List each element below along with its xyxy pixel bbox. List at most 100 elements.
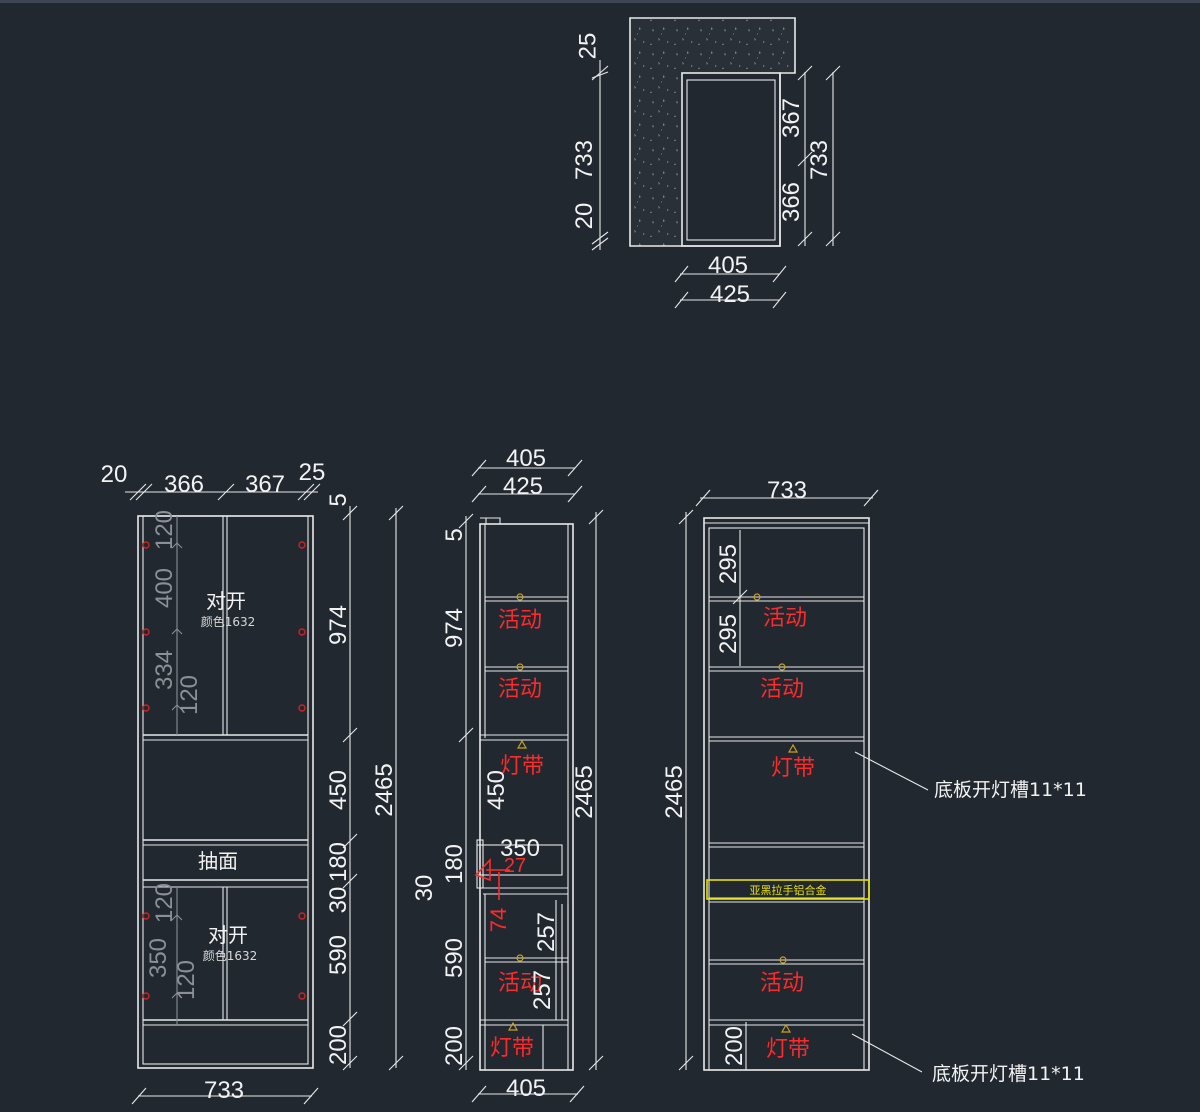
- front-drawer-label: 抽面: [198, 849, 238, 873]
- side-dim-425-tick: [471, 485, 487, 503]
- hinge-icon: [142, 704, 150, 712]
- front-dim-180: 180: [325, 842, 352, 882]
- plan-dim-405: 405: [708, 252, 748, 279]
- side-label-shelf1: 活动: [498, 608, 542, 633]
- shelf-pin-icon: [779, 956, 787, 964]
- front-right-dim-tick: [342, 1055, 358, 1071]
- section-shelf-dim-tick: [732, 589, 748, 605]
- side-drawer-red-mark: [474, 857, 510, 900]
- front-top-dim-tick: [297, 483, 315, 501]
- plan-view[interactable]: 25 733 20 367 366 733 405 425: [571, 17, 841, 309]
- shelf-pin-icon: [778, 663, 786, 671]
- front-hinge-120-top: 120: [151, 510, 178, 550]
- front-dim-200: 200: [325, 1025, 352, 1065]
- plan-dim-left-tick: [591, 65, 609, 81]
- section-dim-2465: 2465: [661, 765, 688, 818]
- front-dim-590: 590: [325, 935, 352, 975]
- section-top-dim-tick: [863, 489, 879, 507]
- plan-dim-right-tick: [797, 65, 813, 81]
- hinge-icon: [298, 541, 306, 549]
- side-left-dim-tick: [458, 727, 474, 743]
- plan-hatch-side: [630, 74, 682, 246]
- side-label-light2: 灯带: [490, 1036, 534, 1061]
- window-top-strip: [0, 0, 1200, 3]
- side-left-dim-tick: [458, 513, 474, 529]
- front-dim-367: 367: [245, 471, 285, 498]
- front-dim-366: 366: [164, 471, 204, 498]
- plan-dim-425-tick: [674, 291, 689, 309]
- side-elevation[interactable]: 27 74 活动 活动 灯带 活动 灯带 405 425 5 974 450 1…: [411, 445, 604, 1103]
- side-door-profile: [480, 517, 501, 524]
- front-top-dim-tick: [303, 483, 321, 501]
- hinge-icon: [298, 704, 306, 712]
- plan-dim-425: 425: [710, 281, 750, 308]
- section-label-light1: 灯带: [771, 756, 815, 781]
- front-upper-color-label: 颜色1632: [201, 614, 256, 629]
- plan-dim-425-tick: [772, 291, 787, 309]
- plan-dim-733-right: 733: [806, 140, 833, 180]
- front-right-dim-tick: [342, 1011, 358, 1027]
- section-total-dim-tick: [678, 1055, 694, 1071]
- section-label-shelf2: 活动: [760, 677, 804, 702]
- side-cabinet-outline: [479, 523, 574, 1071]
- side-dim-27: 27: [504, 855, 526, 877]
- light-marker-icon: [780, 743, 799, 1033]
- side-dim-974: 974: [441, 608, 468, 648]
- section-yellow-bar-label: 亚黑拉手铝合金: [750, 883, 827, 897]
- front-right-dim-tick: [342, 873, 358, 889]
- plan-dim-20: 20: [571, 203, 598, 230]
- section-note-leader: [854, 751, 929, 791]
- side-dim-74: 74: [486, 908, 511, 932]
- shelf-pin-icon: [516, 593, 524, 601]
- plan-dim-405-tick: [772, 265, 787, 283]
- plan-dim-total-tick: [825, 231, 841, 247]
- front-upper-door-label: 对开: [206, 589, 246, 613]
- plan-dim-left-tick: [591, 237, 609, 251]
- plan-dim-733: 733: [571, 140, 598, 180]
- section-label-shelf3: 活动: [760, 971, 804, 996]
- hinge-icon: [298, 912, 306, 920]
- section-label-shelf1: 活动: [763, 606, 807, 631]
- section-elevation[interactable]: 亚黑拉手铝合金 活动 活动 灯带 活动 灯带 733 295 295 200 2…: [661, 477, 1087, 1085]
- side-dim-200: 200: [441, 1026, 468, 1066]
- plan-hatch-top: [630, 18, 795, 74]
- hinge-icon: [142, 541, 150, 549]
- front-elevation[interactable]: 120 400 334 120 120 350 120 对开 颜色1632 抽面…: [101, 459, 404, 1105]
- section-dim-200: 200: [721, 1026, 748, 1066]
- section-yellow-handle-bar: [706, 879, 870, 900]
- front-dim-974: 974: [325, 605, 352, 645]
- plan-dim-right-tick: [797, 231, 813, 247]
- front-hinge-334: 334: [151, 650, 178, 690]
- front-dim-450: 450: [325, 770, 352, 810]
- front-hinge-400: 400: [151, 568, 178, 608]
- front-dim-30: 30: [325, 887, 352, 914]
- side-dim-2465: 2465: [571, 765, 598, 818]
- plan-dim-left-tick: [591, 71, 609, 79]
- section-cabinet-inner: [708, 527, 865, 1071]
- side-label-shelf3: 活动: [498, 971, 542, 996]
- section-note-lower: 底板开灯槽11*11: [932, 1063, 1085, 1085]
- side-total-dim-tick: [588, 1055, 604, 1071]
- side-label-shelf2: 活动: [498, 677, 542, 702]
- front-top-dim-tick: [135, 483, 153, 501]
- side-dim-405-tick: [471, 459, 487, 477]
- front-hinge-350: 350: [145, 938, 172, 978]
- shelf-pin-markers: [507, 593, 528, 1031]
- side-dim-30: 30: [411, 875, 438, 902]
- section-total-dim-tick: [678, 509, 694, 525]
- section-note-upper: 底板开灯槽11*11: [934, 779, 1087, 801]
- front-dim-733: 733: [204, 1077, 244, 1104]
- section-top-dim-tick: [695, 489, 711, 507]
- section-markers: [753, 593, 799, 1033]
- side-bottom-dim-tick: [569, 1085, 585, 1103]
- front-dim-5: 5: [325, 493, 352, 506]
- front-dim-25: 25: [299, 459, 326, 486]
- side-dim-5: 5: [441, 528, 468, 541]
- side-drawer-front: [476, 839, 484, 889]
- front-bottom-dim-tick: [131, 1087, 147, 1105]
- side-label-light1: 灯带: [500, 754, 544, 779]
- plan-dim-right-tick: [797, 151, 813, 167]
- hinge-icon: [298, 992, 306, 1000]
- hinge-icon: [142, 628, 150, 636]
